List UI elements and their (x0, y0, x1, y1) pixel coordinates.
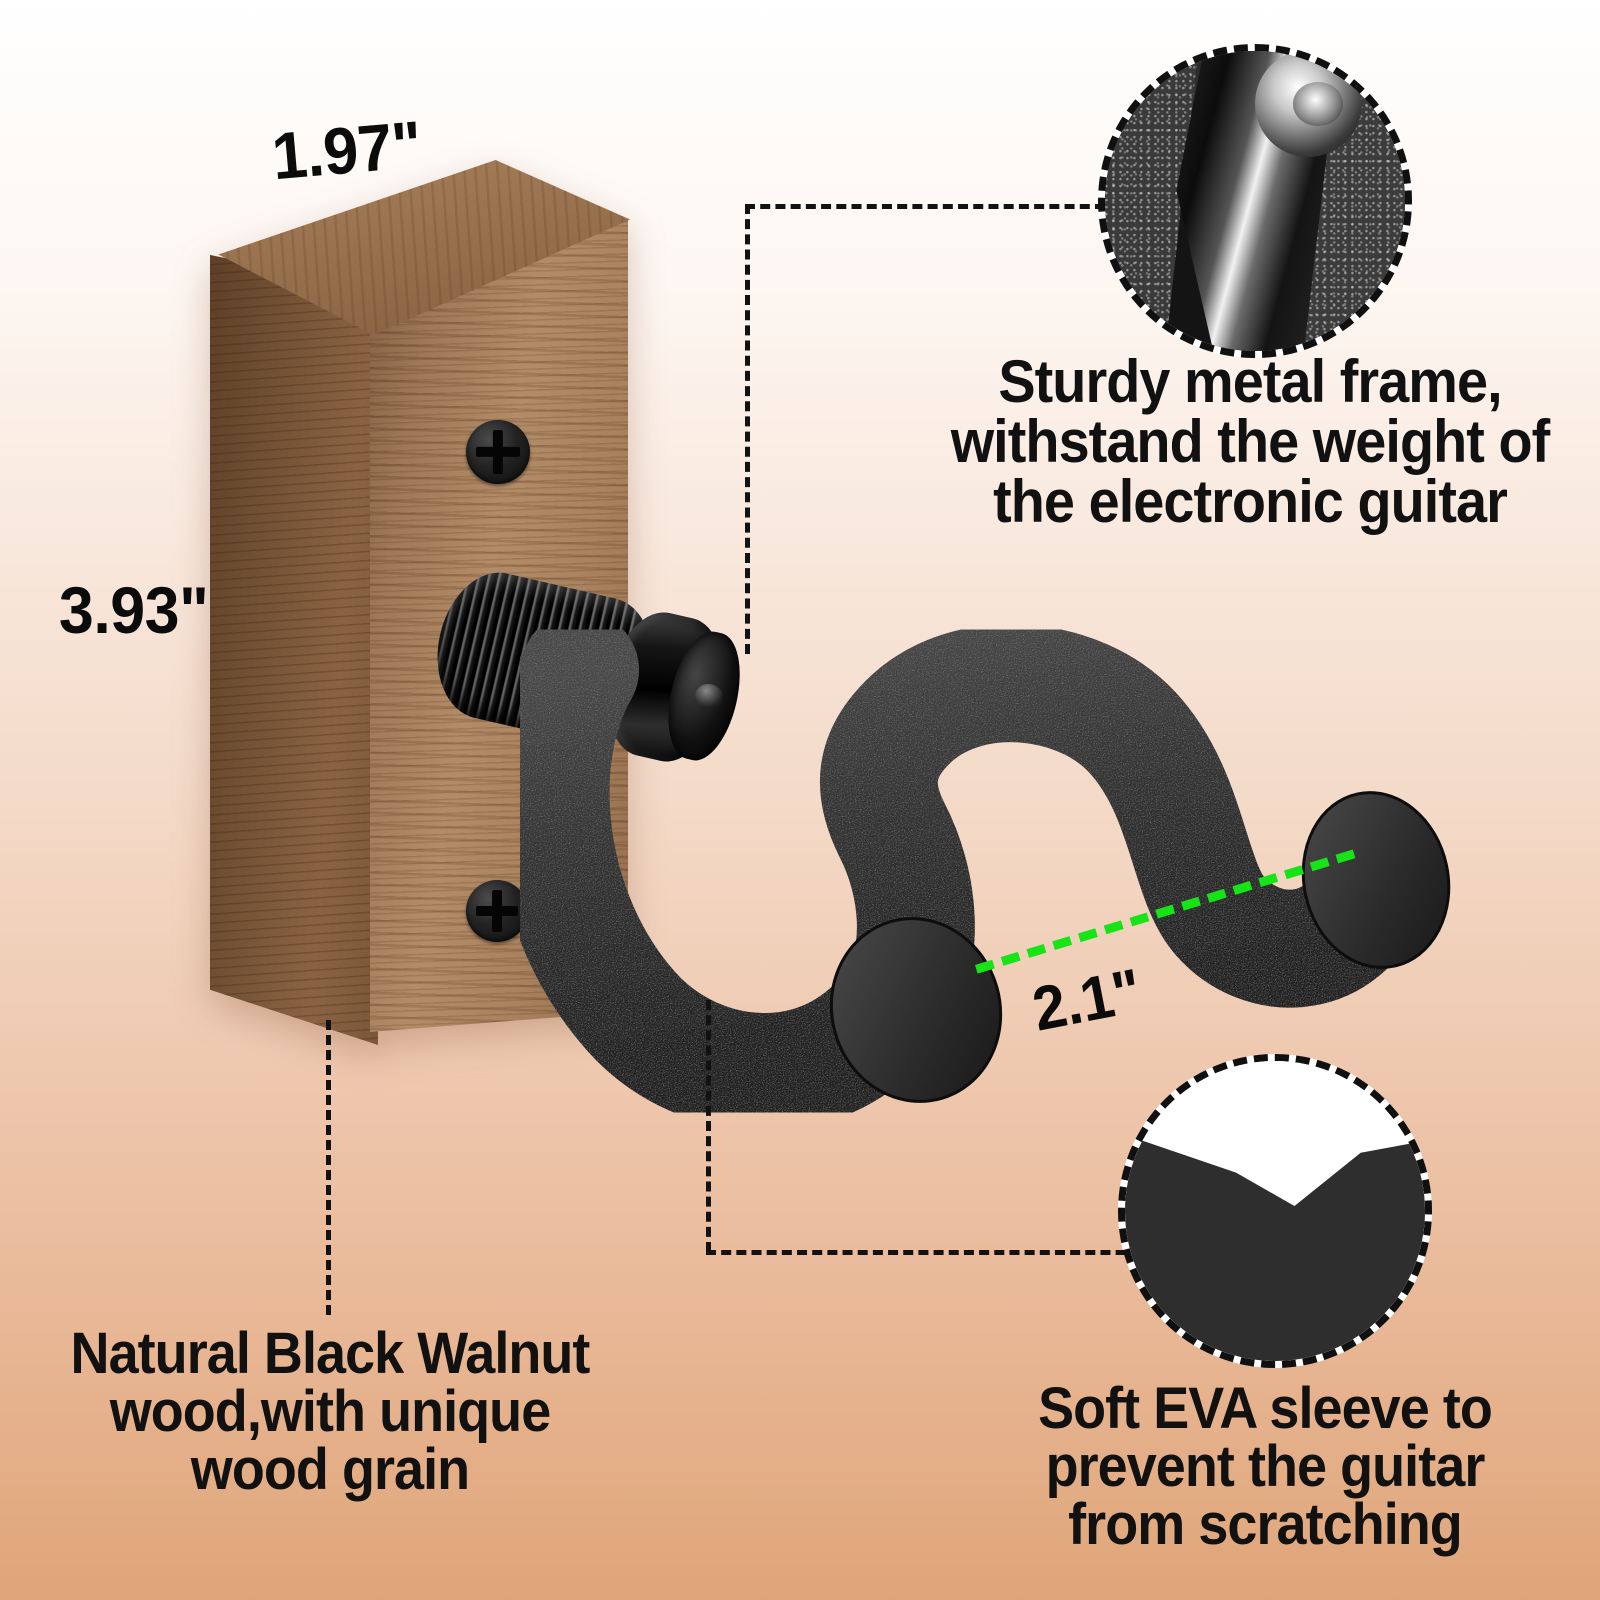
leader-line-metal-frame-horizontal (745, 204, 1105, 209)
callout-metal-frame-text: Sturdy metal frame, withstand the weight… (950, 348, 1551, 535)
metal-highlight-secondary (1292, 81, 1343, 126)
metal-frame-closeup-inset (1098, 44, 1412, 358)
leader-line-metal-frame-vertical (745, 204, 750, 654)
leader-line-walnut-vertical (326, 1020, 331, 1315)
leader-line-eva-horizontal (706, 1250, 1156, 1255)
wood-side-face (210, 255, 378, 1045)
eva-foam-hook (520, 580, 1480, 1160)
hook-end-cap-lower (829, 917, 1003, 1103)
foam-hook-shape (520, 611, 1451, 1131)
callout-eva-text: Soft EVA sleeve to prevent the guitar fr… (1038, 1376, 1493, 1557)
leader-line-eva-vertical (706, 1000, 711, 1252)
dimension-height-label: 3.93" (58, 573, 209, 647)
hook-end-cap-upper (1301, 791, 1451, 969)
screw-bottom (466, 880, 528, 942)
eva-sleeve-closeup-inset (1118, 1054, 1432, 1368)
eva-sleeve-closeup-image (1125, 1061, 1425, 1361)
dimension-width-label: 1.97" (268, 106, 425, 194)
metal-frame-closeup-image (1105, 51, 1405, 351)
screw-top (466, 420, 530, 484)
eva-foam-surface (1125, 1119, 1425, 1361)
callout-walnut-text: Natural Black Walnut wood,with unique wo… (70, 1321, 591, 1502)
